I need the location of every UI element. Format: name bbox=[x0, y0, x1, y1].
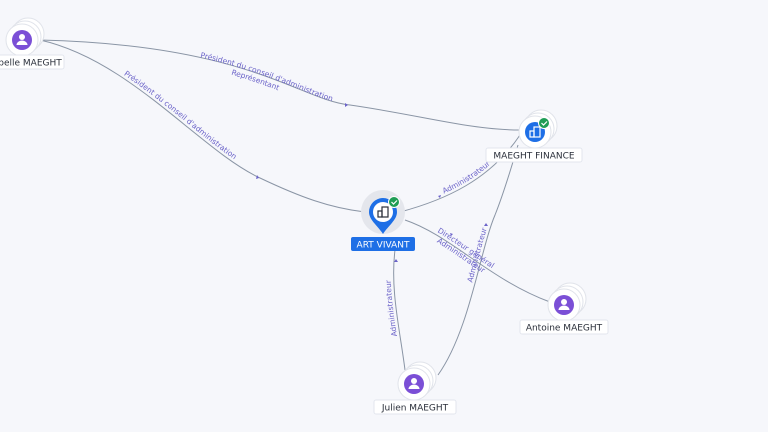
edge-isabelle-art-vivant bbox=[39, 39, 366, 213]
node-label: belle MAEGHT bbox=[0, 59, 62, 69]
node-label: MAEGHT FINANCE bbox=[493, 152, 574, 162]
node-antoine-maeght[interactable]: Antoine MAEGHT bbox=[519, 282, 609, 335]
edge-label: Administrateur bbox=[441, 158, 492, 195]
person-icon bbox=[12, 30, 32, 50]
node-julien-maeght[interactable]: Julien MAEGHT bbox=[373, 361, 457, 415]
arrow-art-vivant-antoine bbox=[450, 233, 453, 236]
node-art-vivant[interactable]: ART VIVANT bbox=[351, 190, 415, 251]
node-isabelle-maeght[interactable]: belle MAEGHT bbox=[0, 17, 65, 70]
node-label: Antoine MAEGHT bbox=[526, 324, 603, 334]
arrow-isabelle-art-vivant bbox=[256, 175, 259, 179]
node-label-box bbox=[351, 237, 415, 251]
edge-label: Président du conseil d'administration bbox=[122, 69, 238, 161]
building-icon bbox=[377, 206, 389, 218]
arrow-isabelle-finance bbox=[345, 103, 348, 107]
node-label: Julien MAEGHT bbox=[381, 404, 449, 414]
arrow-julien-finance bbox=[484, 223, 488, 226]
person-icon bbox=[404, 374, 424, 394]
check-badge-icon bbox=[388, 196, 400, 208]
edge-label: Président du conseil d'administration bbox=[200, 51, 335, 104]
edge-art-vivant-finance bbox=[399, 134, 521, 213]
arrow-art-vivant-finance bbox=[438, 195, 441, 198]
edge-julien-art-vivant bbox=[393, 249, 406, 371]
edge-label: Administrateur bbox=[384, 279, 399, 337]
node-label-box bbox=[485, 147, 583, 163]
node-label-box bbox=[0, 54, 65, 70]
node-label-box bbox=[519, 319, 609, 335]
check-badge-icon bbox=[538, 117, 550, 129]
node-label-box bbox=[373, 399, 457, 415]
edge-arrows bbox=[256, 103, 488, 262]
node-label: ART VIVANT bbox=[357, 241, 410, 251]
node-maeght-finance[interactable]: MAEGHT FINANCE bbox=[485, 109, 583, 163]
person-icon bbox=[554, 295, 574, 315]
edges bbox=[39, 39, 551, 376]
arrow-julien-art-vivant bbox=[394, 259, 398, 262]
edge-labels: Président du conseil d'administration Re… bbox=[122, 51, 496, 338]
